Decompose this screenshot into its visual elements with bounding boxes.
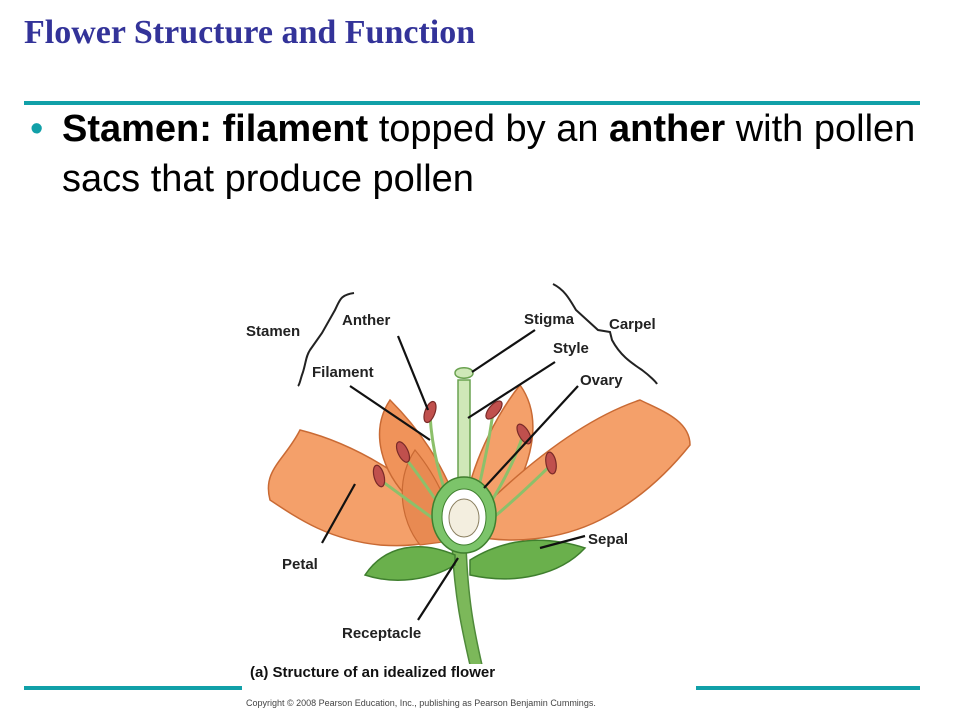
figure-caption: (a) Structure of an idealized flower <box>244 664 502 681</box>
leader-lines <box>321 329 586 621</box>
style <box>457 379 471 481</box>
anther-6 <box>545 451 557 475</box>
stigma <box>454 367 474 379</box>
label-stigma: Stigma <box>524 311 575 328</box>
footer-divider-right <box>696 686 920 690</box>
title-divider <box>24 101 920 105</box>
label-sepal: Sepal <box>588 531 629 548</box>
petal-right <box>469 399 691 541</box>
leader-style <box>467 361 556 419</box>
bullet-dot-icon: • <box>30 108 44 150</box>
copyright-notice: Copyright © 2008 Pearson Education, Inc.… <box>246 698 596 708</box>
bullet-bold-anther: anther <box>609 108 726 150</box>
leader-filament <box>349 385 431 441</box>
label-filament: Filament <box>312 364 374 381</box>
ovule <box>448 498 480 538</box>
bullet-text-part: topped by an <box>368 108 610 150</box>
stamen-bracket <box>297 292 355 387</box>
anther-4 <box>485 400 503 420</box>
label-anther: Anther <box>342 312 391 329</box>
anther-1 <box>372 464 386 488</box>
leader-anther <box>396 335 430 411</box>
leader-ovary <box>483 385 579 489</box>
leader-petal <box>321 483 356 544</box>
leader-sepal <box>539 534 586 550</box>
leader-receptacle <box>417 557 459 621</box>
carpel-bracket <box>552 283 658 385</box>
page-title: Flower Structure and Function <box>24 14 476 51</box>
label-receptacle: Receptacle <box>342 625 422 642</box>
label-ovary: Ovary <box>580 372 623 389</box>
label-petal: Petal <box>282 556 318 573</box>
sepal-right <box>469 539 587 580</box>
label-style: Style <box>553 340 589 357</box>
bullet-bold-stamen-filament: Stamen: filament <box>62 108 369 150</box>
label-carpel: Carpel <box>609 316 656 333</box>
anther-5 <box>516 423 532 445</box>
sepal-left <box>363 546 456 581</box>
anther-2 <box>395 441 411 463</box>
bullet-text: Stamen: filament topped by an anther wit… <box>62 104 922 204</box>
anther-3 <box>423 400 437 424</box>
label-stamen: Stamen <box>246 323 301 340</box>
leader-stigma <box>471 329 536 373</box>
bullet-text-part: with pollen sacs that produce pollen <box>62 108 916 200</box>
footer-divider-left <box>24 686 242 690</box>
